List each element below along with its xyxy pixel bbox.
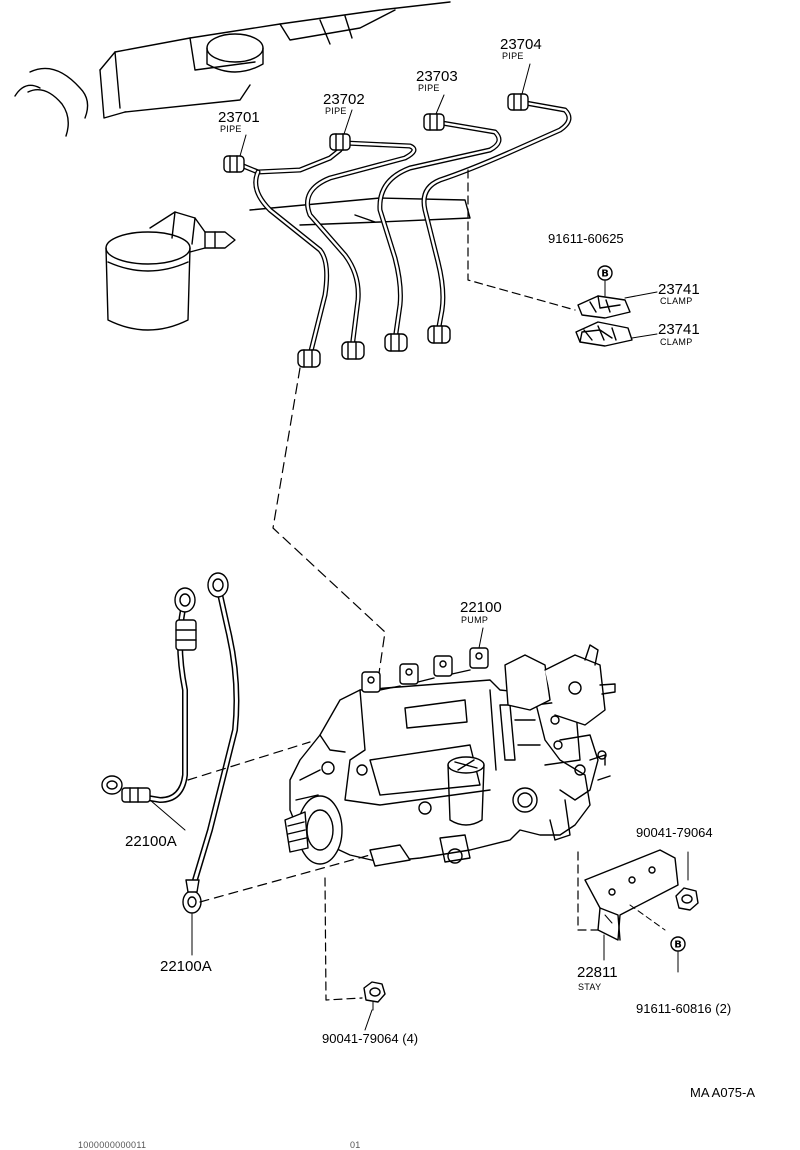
dashed-leader-nut-bottom: [324, 877, 363, 1001]
clamp-lower-name: CLAMP: [660, 337, 693, 347]
clamp-bolt-b-icon: B: [597, 265, 613, 297]
pump-filter-post: [447, 756, 485, 826]
pipe-nut-top-2: [329, 133, 351, 151]
pipe-23701-number: 23701: [218, 109, 260, 126]
dashed-leader-hose-upper: [187, 741, 311, 781]
dashed-leader-hose-lower: [199, 854, 371, 903]
svg-text:B: B: [674, 940, 682, 951]
hose-b-number: 22100A: [160, 958, 212, 975]
footer-fragment-right: 01: [350, 1140, 361, 1150]
stay-bolt-number: 91611-60816 (2): [636, 1001, 732, 1016]
clamp-lower: [575, 321, 633, 347]
stay-name: STAY: [578, 982, 602, 992]
pipe-nut-top-4: [507, 93, 529, 111]
dashed-leader-clamp: [467, 169, 576, 311]
svg-text:B: B: [601, 269, 609, 280]
pipe-nut-bottom-1: [297, 349, 321, 368]
pipe-23701-name: PIPE: [220, 124, 242, 134]
injection-pipe-23702: [305, 140, 417, 351]
figure-code: MA A075-A: [690, 1085, 756, 1100]
hose-22100a-left: [101, 587, 197, 803]
injection-pump-body: [289, 679, 591, 863]
dashed-leader-stay: [577, 851, 599, 931]
pump-lower-bracket: [369, 834, 471, 867]
nut-bottom-number: 90041-79064 (4): [322, 1031, 419, 1046]
footer-fragment-left: 1000000000011: [78, 1140, 147, 1150]
pump-governor: [504, 644, 616, 841]
clamp-upper-number: 23741: [658, 281, 700, 298]
pipe-23703-name: PIPE: [418, 83, 440, 93]
pipe-23704-number: 23704: [500, 36, 542, 53]
injection-pipe-23701: [233, 147, 343, 358]
injection-pipe-23703: [377, 119, 502, 343]
dashed-leader-pump-pipes: [272, 367, 386, 681]
pump-delivery-valves: [361, 647, 489, 693]
clamp-upper: [577, 295, 631, 319]
leader-lines: [149, 63, 658, 1031]
stay-bracket: [584, 849, 679, 941]
injection-pipe-23704: [421, 99, 572, 335]
pipe-23702-number: 23702: [323, 91, 365, 108]
pipe-nut-bottom-3: [384, 333, 408, 352]
hose-a-number: 22100A: [125, 833, 177, 850]
pipe-23702-name: PIPE: [325, 106, 347, 116]
nut-bottom-icon: [363, 981, 386, 1011]
pipe-nut-bottom-4: [427, 325, 451, 344]
stay-bolt-b-icon: B: [670, 936, 686, 973]
pump-name: PUMP: [461, 615, 489, 625]
nut-stay-number: 90041-79064: [636, 825, 713, 840]
pipe-nut-bottom-2: [341, 341, 365, 360]
nut-stay-icon: [675, 851, 699, 911]
pipe-23704-name: PIPE: [502, 51, 524, 61]
clamp-bolt-number: 91611-60625: [548, 231, 624, 246]
pump-drive-flange: [284, 795, 343, 865]
hose-22100a-right: [182, 572, 240, 914]
clamp-upper-name: CLAMP: [660, 296, 693, 306]
clamp-lower-number: 23741: [658, 321, 700, 338]
fuel-filter-outline: [105, 211, 236, 331]
pump-number: 22100: [460, 599, 502, 616]
pipe-nut-top-3: [423, 113, 445, 131]
pipe-nut-top-1: [223, 155, 245, 173]
pipe-23703-number: 23703: [416, 68, 458, 85]
stay-number: 22811: [577, 964, 618, 981]
